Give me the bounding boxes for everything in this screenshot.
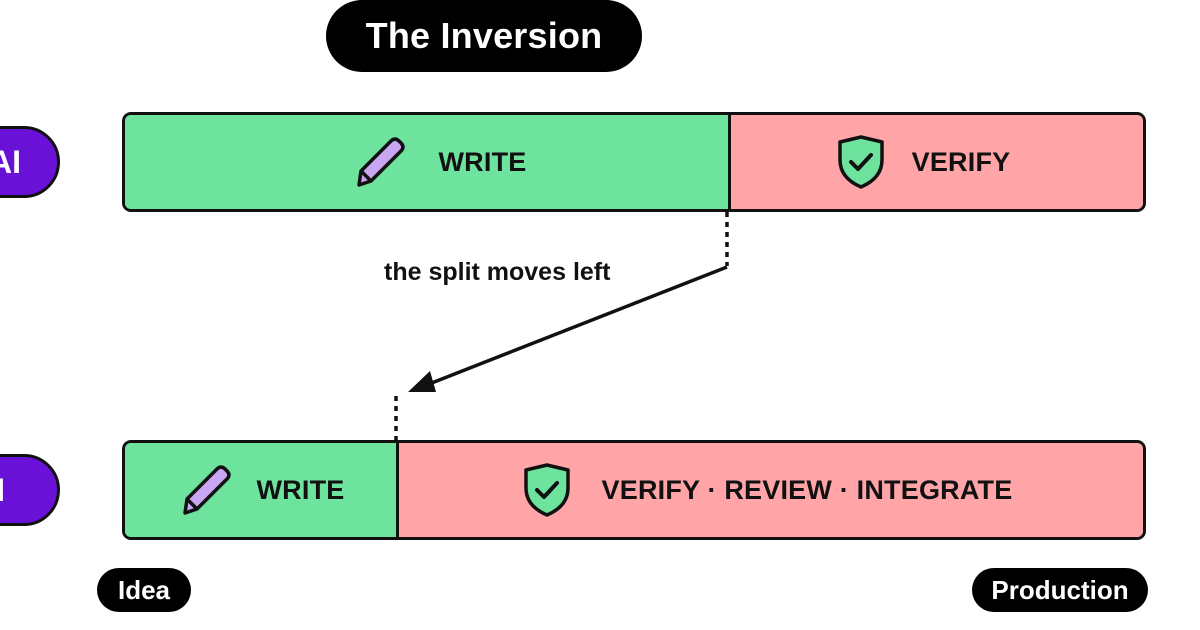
diagram-title: The Inversion (326, 0, 642, 72)
split-annotation: the split moves left (384, 258, 611, 286)
pencil-icon (351, 133, 409, 191)
verify-label-bottom: VERIFY · REVIEW · INTEGRATE (601, 474, 1013, 505)
split-arrow-line (423, 265, 728, 388)
verify-segment-bottom: VERIFY · REVIEW · INTEGRATE (396, 443, 1143, 537)
timeline-bar-top: WRITE VERIFY (122, 112, 1146, 212)
verify-label-top: VERIFY (911, 146, 1011, 177)
split-arrow-head (408, 371, 436, 392)
axis-start-label: Idea (97, 568, 191, 612)
write-segment-top: WRITE (125, 115, 728, 209)
axis-end-label: Production (972, 568, 1148, 612)
verify-segment-top: VERIFY (728, 115, 1143, 209)
shield-check-icon (520, 462, 574, 518)
pencil-icon (177, 461, 235, 519)
row-badge-top: AI (0, 126, 60, 198)
write-label-top: WRITE (438, 146, 527, 177)
write-label-bottom: WRITE (256, 474, 345, 505)
write-segment-bottom: WRITE (125, 443, 396, 537)
row-badge-bottom: I (0, 454, 60, 526)
timeline-bar-bottom: WRITE VERIFY · REVIEW · INTEGRATE (122, 440, 1146, 540)
shield-check-icon (834, 134, 888, 190)
